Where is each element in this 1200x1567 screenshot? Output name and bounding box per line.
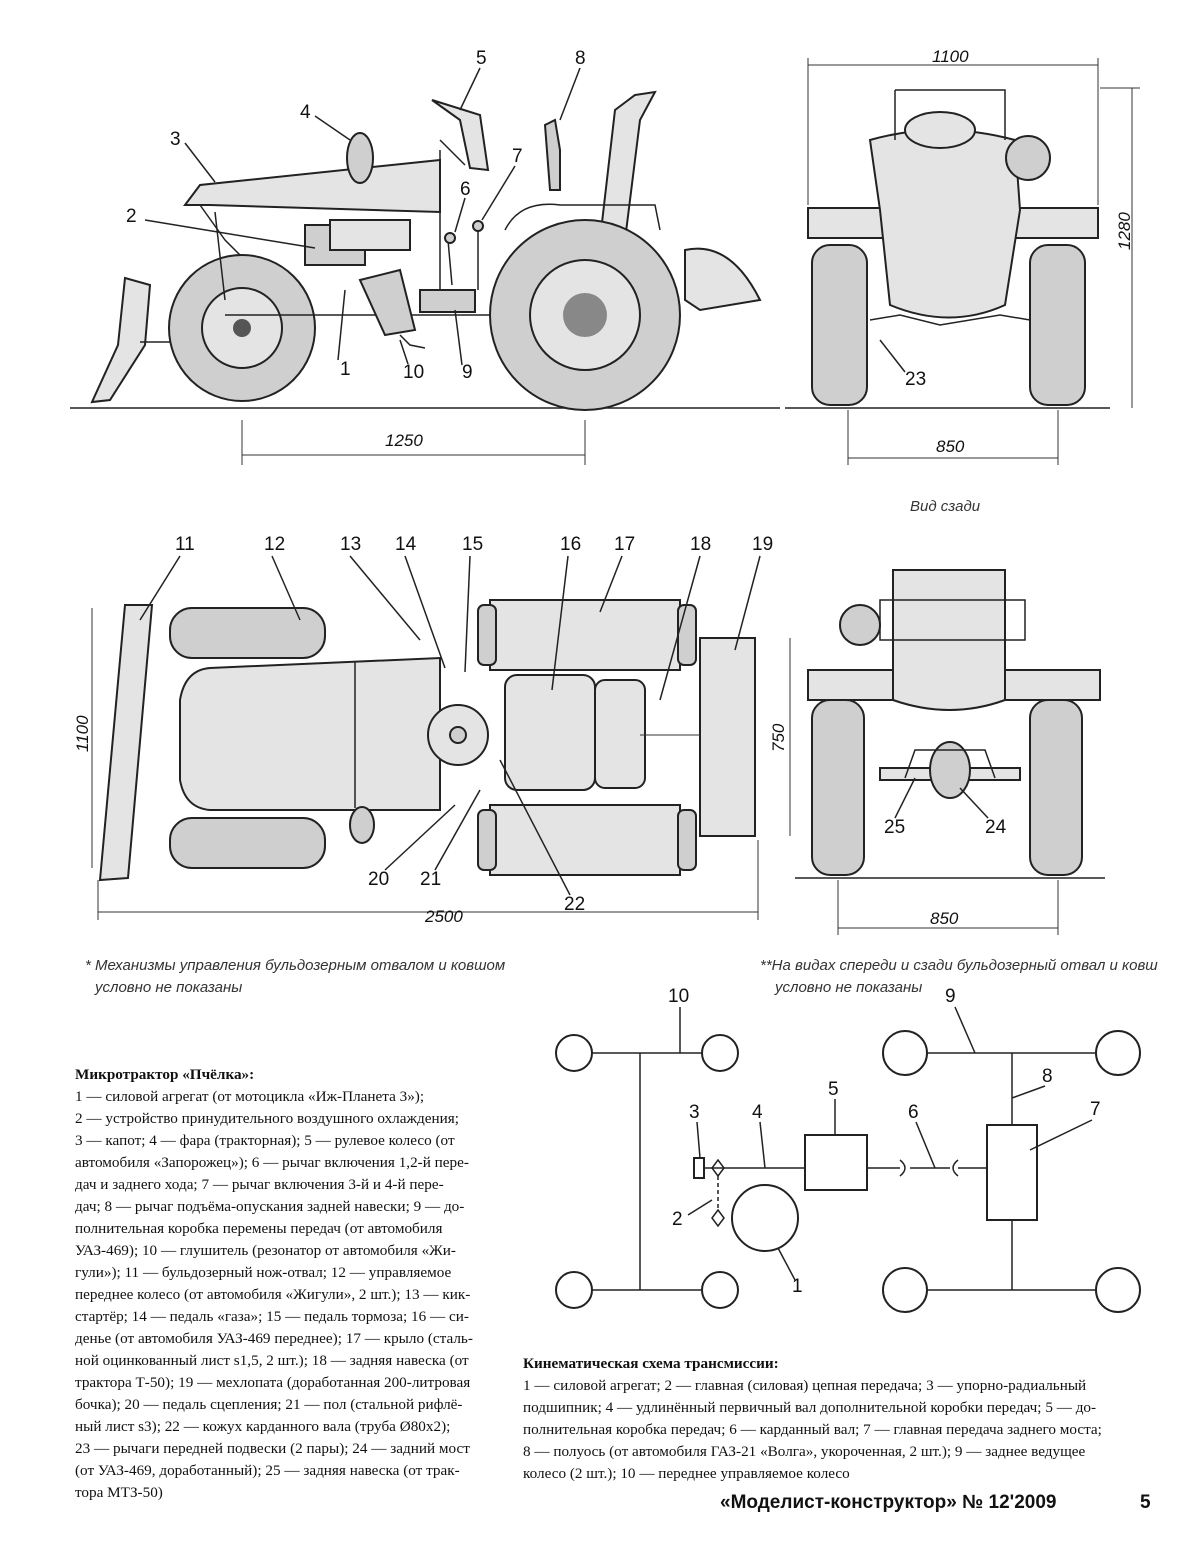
dim-top-width: 1100 bbox=[73, 715, 92, 752]
caption-main-line: трактора Т-50); 19 — мехлопата (доработа… bbox=[75, 1374, 471, 1391]
caption-main-line: полнительная коробка перемены передач (о… bbox=[75, 1220, 443, 1237]
caption-main-line: гули»); 11 — бульдозерный нож-отвал; 12 … bbox=[75, 1264, 452, 1281]
caption-main: Микротрактор «Пчёлка»: 1 — силовой агрег… bbox=[75, 1064, 505, 1504]
scheme-label: 4 bbox=[752, 1102, 763, 1123]
top-label: 15 bbox=[462, 534, 483, 555]
side-label: 7 bbox=[512, 146, 523, 167]
note-left-line: условно не показаны bbox=[94, 979, 242, 996]
caption-main-line: бочка); 20 — педаль сцепления; 21 — пол … bbox=[75, 1396, 463, 1413]
scheme-label: 2 bbox=[672, 1209, 683, 1230]
rear-view: Вид сзади 25 24 850 bbox=[795, 498, 1105, 935]
rear-label: 24 bbox=[985, 817, 1007, 838]
top-label: 20 bbox=[368, 869, 389, 890]
side-label: 8 bbox=[575, 48, 586, 69]
top-label: 18 bbox=[690, 534, 711, 555]
caption-scheme-line: подшипник; 4 — удлинённый первичный вал … bbox=[523, 1399, 1097, 1416]
caption-main-line: тора МТЗ-50) bbox=[75, 1484, 163, 1501]
dim-front-track: 850 bbox=[936, 437, 965, 456]
caption-scheme: Кинематическая схема трансмиссии: 1 — си… bbox=[523, 1353, 1163, 1485]
top-label: 21 bbox=[420, 869, 441, 890]
caption-scheme-line: 1 — силовой агрегат; 2 — главная (силова… bbox=[523, 1377, 1087, 1394]
caption-main-line: автомобиля «Запорожец»); 6 — рычаг включ… bbox=[75, 1154, 469, 1171]
scheme-label: 6 bbox=[908, 1102, 919, 1123]
scheme-label: 7 bbox=[1090, 1099, 1101, 1120]
caption-main-line: ный лист s3); 22 — кожух карданного вала… bbox=[75, 1418, 451, 1435]
dim-top-rear: 750 bbox=[769, 723, 788, 752]
dim-front-height: 1280 bbox=[1115, 212, 1134, 250]
caption-main-line: 3 — капот; 4 — фара (тракторная); 5 — ру… bbox=[75, 1132, 455, 1149]
front-view: 23 1100 1280 850 bbox=[785, 47, 1140, 465]
caption-main-line: УАЗ-469); 10 — глушитель (резонатор от а… bbox=[75, 1242, 456, 1259]
top-label: 11 bbox=[175, 534, 195, 555]
top-label: 17 bbox=[614, 534, 635, 555]
dim-side-wheelbase: 1250 bbox=[385, 431, 423, 450]
side-label: 9 bbox=[462, 362, 473, 383]
caption-main-line: дач и заднего хода; 7 — рычаг включения … bbox=[75, 1176, 444, 1193]
note-left-line: * Механизмы управления бульдозерным отва… bbox=[85, 957, 505, 974]
caption-main-line: переднее колесо (от автомобиля «Жигули»,… bbox=[75, 1286, 471, 1303]
side-label: 5 bbox=[476, 48, 487, 69]
top-label: 22 bbox=[564, 894, 585, 915]
scheme-label: 3 bbox=[689, 1102, 700, 1123]
top-label: 19 bbox=[752, 534, 773, 555]
front-label: 23 bbox=[905, 369, 926, 390]
top-label: 12 bbox=[264, 534, 285, 555]
top-label: 13 bbox=[340, 534, 361, 555]
scheme-label: 10 bbox=[668, 986, 689, 1007]
caption-scheme-title: Кинематическая схема трансмиссии: bbox=[523, 1355, 779, 1372]
caption-main-line: 23 — рычаги передней подвески (2 пары); … bbox=[75, 1440, 470, 1457]
top-label: 14 bbox=[395, 534, 417, 555]
caption-main-line: денье (от автомобиля УАЗ-469 переднее); … bbox=[75, 1330, 473, 1347]
side-label: 6 bbox=[460, 179, 471, 200]
side-label: 4 bbox=[300, 102, 311, 123]
scheme-label: 9 bbox=[945, 986, 956, 1007]
note-right-line: **На видах спереди и сзади бульдозерный … bbox=[760, 957, 1158, 974]
side-label: 3 bbox=[170, 129, 181, 150]
caption-scheme-line: полнительная коробка передач; 6 — кардан… bbox=[523, 1421, 1102, 1438]
caption-main-line: (от УАЗ-469, доработанный); 25 — задняя … bbox=[75, 1462, 460, 1479]
rear-label: 25 bbox=[884, 817, 905, 838]
page-number: 5 bbox=[1140, 1492, 1151, 1513]
journal-footer: «Моделист-конструктор» № 12'2009 bbox=[720, 1492, 1057, 1513]
caption-main-body: 1 — силовой агрегат (от мотоцикла «Иж-Пл… bbox=[75, 1086, 505, 1504]
rear-view-title: Вид сзади bbox=[910, 498, 981, 515]
dim-top-length: 2500 bbox=[424, 907, 463, 926]
note-right-line: условно не показаны bbox=[774, 979, 922, 996]
side-view: 1 2 3 4 5 6 7 8 9 10 1250 bbox=[70, 48, 780, 465]
caption-main-line: стартёр; 14 — педаль «газа»; 15 — педаль… bbox=[75, 1308, 469, 1325]
top-label: 16 bbox=[560, 534, 581, 555]
scheme-label: 5 bbox=[828, 1079, 839, 1100]
kinematic-scheme: 10 9 8 7 6 5 4 3 2 1 bbox=[555, 986, 1141, 1313]
caption-scheme-line: 8 — полуось (от автомобиля ГАЗ-21 «Волга… bbox=[523, 1443, 1086, 1460]
side-label: 10 bbox=[403, 362, 424, 383]
caption-scheme-line: колесо (2 шт.); 10 — переднее управляемо… bbox=[523, 1465, 850, 1482]
dim-front-width: 1100 bbox=[932, 47, 969, 66]
caption-main-line: 1 — силовой агрегат (от мотоцикла «Иж-Пл… bbox=[75, 1088, 425, 1105]
side-label: 2 bbox=[126, 206, 137, 227]
scheme-label: 1 bbox=[792, 1276, 803, 1297]
caption-main-line: 2 — устройство принудительного воздушног… bbox=[75, 1110, 459, 1127]
scheme-label: 8 bbox=[1042, 1066, 1053, 1087]
dim-rear-track: 850 bbox=[930, 909, 959, 928]
caption-main-line: дач; 8 — рычаг подъёма-опускания задней … bbox=[75, 1198, 465, 1215]
caption-main-title: Микротрактор «Пчёлка»: bbox=[75, 1066, 255, 1083]
side-label: 1 bbox=[340, 359, 351, 380]
top-view: 11 12 13 14 15 16 17 18 19 20 21 22 bbox=[73, 534, 791, 926]
caption-main-line: ной оцинкованный лист s1,5, 2 шт.); 18 —… bbox=[75, 1352, 469, 1369]
